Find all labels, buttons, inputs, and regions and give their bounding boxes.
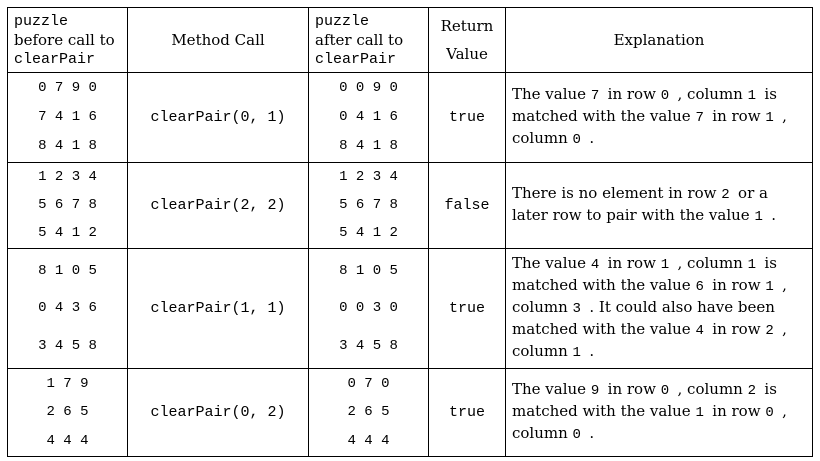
header-explanation: Explanation (505, 6, 813, 74)
header-method-call: Method Call (127, 6, 309, 74)
return-value: true (428, 367, 506, 458)
explanation-text: There is no element in row 2 or a later … (505, 161, 813, 250)
puzzle-after-row-1: 5 6 7 8 (339, 197, 398, 214)
header-after-line2: after call to (315, 30, 404, 49)
header-after-line1: puzzle (315, 12, 370, 30)
puzzle-before-row-2: 5 4 1 2 (38, 225, 97, 242)
puzzle-before: 1 7 9 2 6 5 4 4 4 (7, 367, 128, 458)
header-before-line2: before call to (14, 30, 115, 49)
puzzle-before-row-2: 3 4 5 8 (38, 337, 97, 354)
header-before-line3: clearPair (14, 50, 96, 68)
method-call: clearPair(2, 2) (127, 161, 309, 250)
method-call: clearPair(0, 1) (127, 72, 309, 163)
puzzle-before-row-1: 7 4 1 6 (38, 109, 97, 126)
puzzle-after-row-2: 3 4 5 8 (339, 337, 398, 354)
puzzle-before-row-1: 5 6 7 8 (38, 197, 97, 214)
method-call: clearPair(1, 1) (127, 248, 309, 369)
puzzle-after-row-1: 0 0 3 0 (339, 300, 398, 317)
table-row: 1 7 9 2 6 5 4 4 4 clearPair(0, 2) 0 7 0 2 6 5… (7, 367, 813, 458)
puzzle-after: 0 0 9 0 0 4 1 6 8 4 1 8 (308, 72, 429, 163)
puzzle-before-row-2: 4 4 4 (46, 432, 89, 449)
puzzle-before: 1 2 3 4 5 6 7 8 5 4 1 2 (7, 161, 128, 250)
return-value: true (428, 248, 506, 369)
header-before-line1: puzzle (14, 12, 69, 30)
puzzle-before: 8 1 0 5 0 4 3 6 3 4 5 8 (7, 248, 128, 369)
puzzle-before-row-2: 8 4 1 8 (38, 138, 97, 155)
header-after: puzzle after call to clearPair (308, 6, 429, 74)
puzzle-after-row-1: 2 6 5 (347, 404, 390, 421)
method-call: clearPair(0, 2) (127, 367, 309, 458)
header-before: puzzle before call to clearPair (7, 6, 128, 74)
puzzle-after-row-1: 0 4 1 6 (339, 109, 398, 126)
header-after-line3: clearPair (315, 50, 397, 68)
puzzle-before-row-0: 1 7 9 (46, 375, 89, 392)
explanation-text: The value 4 in row 1 , column 1 is match… (505, 248, 813, 369)
puzzle-after-row-0: 0 7 0 (347, 375, 390, 392)
clearpair-examples-table: puzzle before call to clearPair Method C… (7, 6, 813, 458)
explanation-text: The value 7 in row 0 , column 1 is match… (505, 72, 813, 163)
return-value: true (428, 72, 506, 163)
puzzle-before-row-0: 0 7 9 0 (38, 80, 97, 97)
puzzle-after-row-0: 0 0 9 0 (339, 80, 398, 97)
puzzle-after-row-2: 8 4 1 8 (339, 138, 398, 155)
header-row: puzzle before call to clearPair Method C… (7, 6, 813, 74)
return-value: false (428, 161, 506, 250)
puzzle-after-row-0: 8 1 0 5 (339, 262, 398, 279)
header-return-line2: Value (446, 45, 488, 64)
puzzle-before-row-0: 8 1 0 5 (38, 262, 97, 279)
puzzle-after: 0 7 0 2 6 5 4 4 4 (308, 367, 429, 458)
puzzle-after: 1 2 3 4 5 6 7 8 5 4 1 2 (308, 161, 429, 250)
puzzle-before-row-1: 0 4 3 6 (38, 300, 97, 317)
puzzle-after-row-0: 1 2 3 4 (339, 169, 398, 186)
header-return-line1: Return (440, 17, 494, 36)
puzzle-before-row-1: 2 6 5 (46, 404, 89, 421)
puzzle-after-row-2: 5 4 1 2 (339, 225, 398, 242)
puzzle-before: 0 7 9 0 7 4 1 6 8 4 1 8 (7, 72, 128, 163)
header-return-value: Return Value (428, 6, 506, 74)
puzzle-before-row-0: 1 2 3 4 (38, 169, 97, 186)
puzzle-after: 8 1 0 5 0 0 3 0 3 4 5 8 (308, 248, 429, 369)
explanation-text: The value 9 in row 0 , column 2 is match… (505, 367, 813, 458)
puzzle-after-row-2: 4 4 4 (347, 432, 390, 449)
